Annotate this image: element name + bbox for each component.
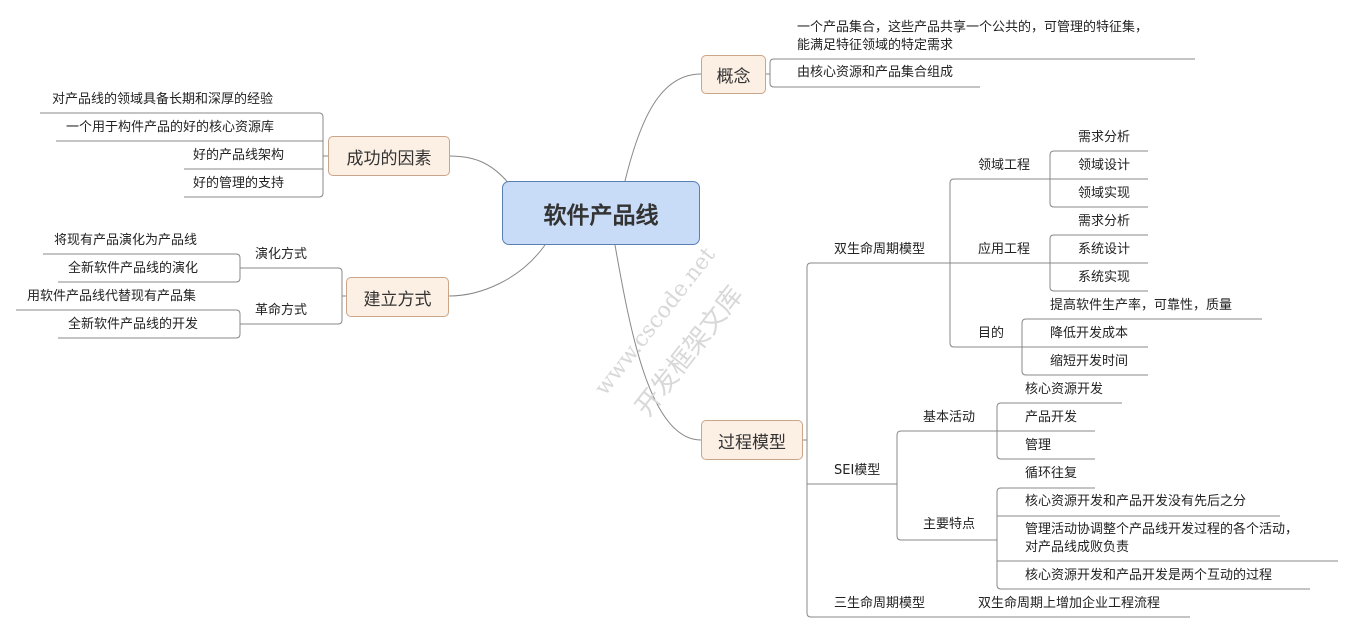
establish-revolution[interactable]: 革命方式 (255, 303, 308, 318)
feature-item[interactable]: 核心资源开发和产品开发没有先后之分 (1025, 494, 1247, 509)
sei-model[interactable]: SEI模型 (834, 463, 881, 478)
revolution-item[interactable]: 全新软件产品线的开发 (68, 317, 199, 332)
application-item[interactable]: 系统设计 (1078, 242, 1131, 257)
node-establish[interactable]: 建立方式 (346, 277, 449, 317)
feature-item[interactable]: 管理活动协调整个产品线开发过程的各个活动， (1025, 522, 1299, 537)
domain-engineering[interactable]: 领域工程 (978, 158, 1031, 173)
node-process-model[interactable]: 过程模型 (701, 420, 803, 460)
dual-lifecycle-model[interactable]: 双生命周期模型 (834, 242, 926, 257)
domain-item[interactable]: 领域实现 (1078, 186, 1131, 201)
goal-item[interactable]: 降低开发成本 (1050, 326, 1129, 341)
basic-item[interactable]: 管理 (1025, 438, 1052, 453)
root-node[interactable]: 软件产品线 (502, 181, 700, 245)
concept-item-1b[interactable]: 能满足特征领域的特定需求 (797, 38, 954, 53)
basic-activities[interactable]: 基本活动 (923, 410, 976, 425)
application-item[interactable]: 需求分析 (1078, 214, 1131, 229)
concept-item-2[interactable]: 由核心资源和产品集合组成 (797, 65, 954, 80)
evolution-item[interactable]: 全新软件产品线的演化 (68, 261, 199, 276)
domain-item[interactable]: 需求分析 (1078, 130, 1131, 145)
feature-item[interactable]: 循环往复 (1025, 466, 1078, 481)
feature-item[interactable]: 对产品线成败负责 (1025, 540, 1130, 555)
node-concept[interactable]: 概念 (701, 55, 766, 94)
revolution-item[interactable]: 用软件产品线代替现有产品集 (27, 289, 197, 304)
success-item[interactable]: 一个用于构件产品的好的核心资源库 (66, 120, 275, 135)
success-item[interactable]: 好的产品线架构 (193, 148, 285, 163)
application-item[interactable]: 系统实现 (1078, 270, 1131, 285)
goal-item[interactable]: 缩短开发时间 (1050, 354, 1129, 369)
triple-lifecycle-model[interactable]: 三生命周期模型 (834, 596, 926, 611)
feature-item[interactable]: 核心资源开发和产品开发是两个互动的过程 (1025, 568, 1273, 583)
node-success-factors[interactable]: 成功的因素 (328, 136, 450, 176)
basic-item[interactable]: 产品开发 (1025, 410, 1078, 425)
establish-evolution[interactable]: 演化方式 (255, 247, 308, 262)
goal-item[interactable]: 提高软件生产率，可靠性，质量 (1050, 298, 1233, 313)
triple-item[interactable]: 双生命周期上增加企业工程流程 (978, 596, 1161, 611)
evolution-item[interactable]: 将现有产品演化为产品线 (54, 233, 198, 248)
success-item[interactable]: 好的管理的支持 (193, 176, 285, 191)
domain-item[interactable]: 领域设计 (1078, 158, 1131, 173)
success-item[interactable]: 对产品线的领域具备长期和深厚的经验 (52, 92, 274, 107)
basic-item[interactable]: 核心资源开发 (1025, 382, 1104, 397)
application-engineering[interactable]: 应用工程 (978, 242, 1031, 257)
goal[interactable]: 目的 (978, 326, 1005, 341)
main-features[interactable]: 主要特点 (923, 517, 976, 532)
concept-item-1a[interactable]: 一个产品集合，这些产品共享一个公共的，可管理的特征集， (797, 20, 1149, 35)
